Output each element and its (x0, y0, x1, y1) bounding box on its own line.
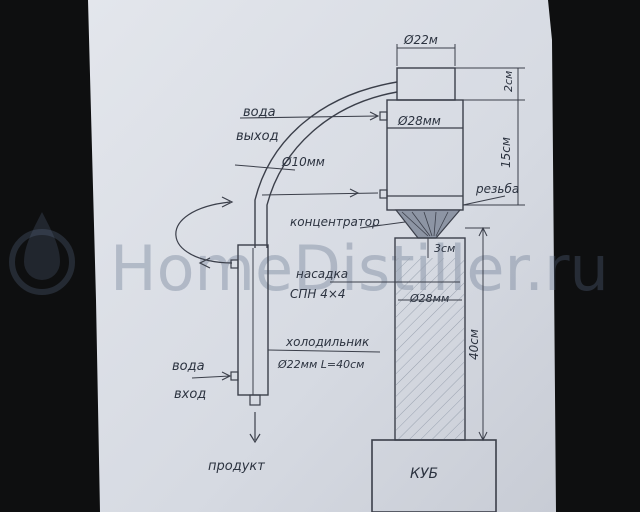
water-hose (175, 201, 233, 264)
pot-label: КУБ (410, 466, 438, 482)
packing-label-1: насадка (296, 267, 348, 281)
top-height-label: 2см (502, 71, 515, 92)
cooler-label-2: Ø22мм L=40см (277, 358, 364, 371)
water-out-label-1: вода (243, 105, 276, 120)
tube-diameter-label: Ø10мм (281, 155, 325, 169)
gap-label: 3см (434, 242, 455, 255)
watermark: HomeDistiller.ru (9, 212, 609, 305)
pot (371, 439, 497, 512)
top-diameter-label: Ø22м (403, 33, 438, 47)
column-diameter-label: Ø28мм (409, 292, 449, 305)
watermark-text: HomeDistiller.ru (110, 232, 609, 305)
column-height-label: 40см (467, 329, 481, 360)
packing-label-2: СПН 4×4 (290, 287, 346, 301)
water-out-label-2: выход (236, 129, 279, 144)
product-label: продукт (208, 459, 265, 474)
vapour-tube (254, 81, 398, 248)
concentrator-label: концентратор (290, 215, 380, 229)
water-in-label-1: вода (172, 359, 205, 374)
dephleg-height-label: 15см (499, 137, 513, 168)
thread-label: резьба (475, 182, 519, 196)
concentrator (394, 209, 462, 239)
dephleg-diameter-label: Ø28мм (397, 114, 441, 128)
cooler-label-1: холодильник (285, 335, 370, 349)
water-in-label-2: вход (174, 387, 206, 402)
packing-hatch (396, 258, 464, 440)
